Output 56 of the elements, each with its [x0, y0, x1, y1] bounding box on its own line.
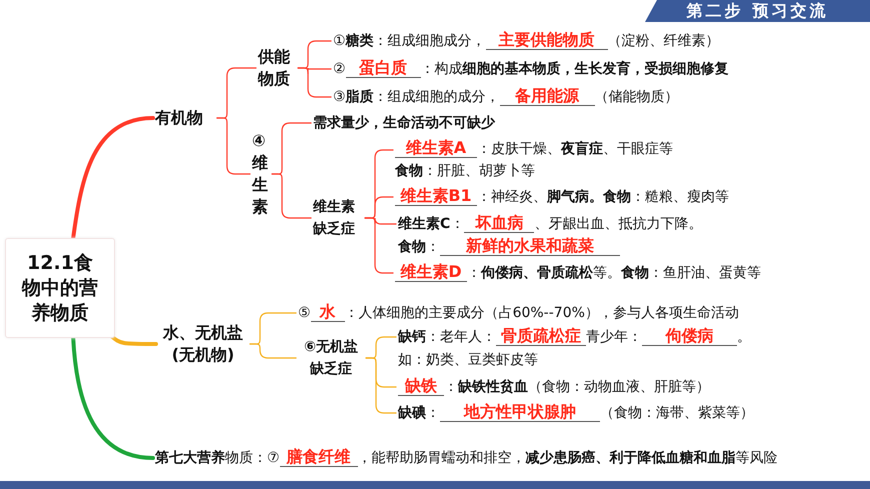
answer-text: 骨质疏松症 [496, 326, 586, 346]
branch-label: ④维生素 [252, 130, 270, 218]
branch-line [365, 357, 397, 414]
line-text: （淀粉、纤维素） [608, 33, 720, 49]
answer-text: 备用能源 [500, 86, 595, 106]
branch-label: 水、无机盐(无机物) [158, 322, 248, 366]
branch-label: 维生素缺乏症 [313, 196, 363, 240]
branch-line [71, 116, 155, 240]
line-text: （储能物质） [594, 89, 679, 105]
answer-text: 维生素B1 [395, 186, 477, 206]
answer-text: 坏血病 [464, 213, 534, 233]
line-text: ：神经炎、脚气病。食物：糙粮、瘦肉等 [477, 189, 729, 205]
branch-line [297, 67, 332, 98]
branch-label: 供能物质 [258, 46, 296, 90]
branch-line [249, 343, 297, 359]
line-text: 食物：肝脏、胡萝卜等 [395, 163, 535, 179]
line-text: ：人体细胞的主要成分（占60%--70%），参与人各项生命活动 [344, 305, 739, 321]
answer-text: 主要供能物质 [486, 30, 608, 50]
answer-text: 佝偻病 [642, 326, 737, 346]
line-text: ② [333, 61, 346, 77]
line-text: 缺钙：老年人： [398, 329, 496, 345]
answer-text: 维生素D [395, 262, 467, 282]
answer-text: 蛋白质 [346, 58, 421, 78]
branch-line [216, 117, 251, 175]
answer-text: 地方性甲状腺肿 [440, 402, 600, 422]
branch-line [271, 173, 312, 219]
line-text: （食物：海带、紫菜等） [600, 405, 754, 421]
section-banner: 第二步 预习交流 [645, 0, 870, 22]
answer-text: 水 [310, 302, 345, 322]
branch-label: 如：奶类、豆类虾皮等 [398, 349, 538, 371]
branch-label: 需求量少，生命活动不可缺少 [313, 112, 495, 134]
line-text: ：佝偻病、骨质疏松等。食物：鱼肝油、蛋黄等 [467, 265, 761, 281]
topic-box: 12.1食物中的营养物质 [5, 238, 115, 338]
line-text: ①糖类：组成细胞成分， [333, 33, 486, 49]
branch-label: ⑥无机盐缺乏症 [298, 336, 364, 380]
line-text: 、牙龈出血、抵抗力下降。 [534, 216, 702, 232]
answer-text: 新鲜的水果和蔬菜 [440, 236, 620, 256]
line-text: ：构成细胞的基本物质，生长发育，受损细胞修复 [420, 61, 729, 77]
line-text: ：皮肤干燥、夜盲症、干眼症等 [477, 141, 673, 157]
line-text: ：缺铁性贫血（食物：动物血液、肝脏等） [444, 379, 710, 395]
branch-line [364, 217, 394, 274]
branch-line [71, 336, 155, 460]
line-text: 缺碘： [398, 405, 440, 421]
answer-text: 膳食纤维 [280, 447, 358, 467]
answer-text: 维生素A [395, 138, 477, 158]
line-text: 食物： [398, 239, 440, 255]
line-text: ⑤ [298, 305, 311, 321]
branch-label: 有机物 [155, 107, 215, 129]
line-text: 第七大营养物质：⑦ [155, 450, 280, 466]
branch-line [109, 334, 158, 346]
line-text: 维生素C： [398, 216, 464, 232]
answer-text: 缺铁 [398, 376, 444, 396]
line-text: ，能帮助肠胃蠕动和排空，减少患肠癌、利于降低血糖和血脂等风险 [358, 450, 778, 466]
line-text: 。 [737, 329, 751, 345]
line-text: ③脂质：组成细胞的成分， [333, 89, 500, 105]
line-text: 青少年： [586, 329, 642, 345]
